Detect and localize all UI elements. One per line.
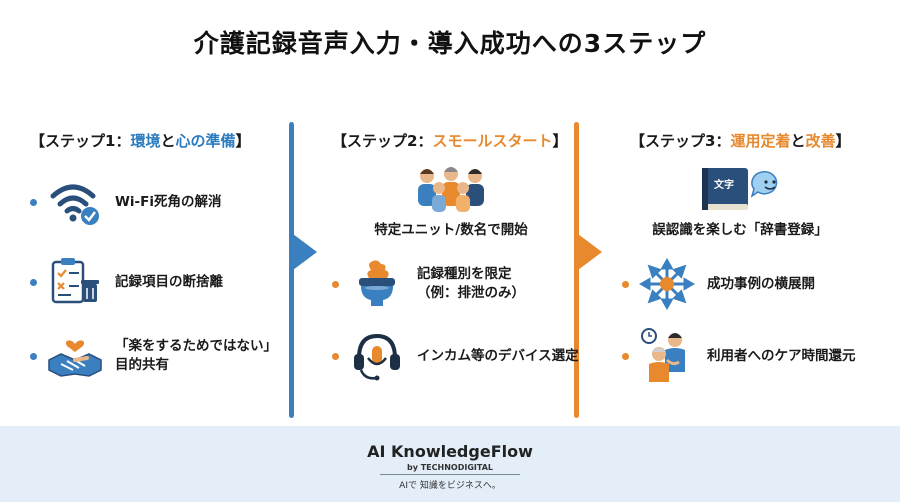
footer-divider [380, 474, 520, 475]
headset-mic-icon [349, 330, 405, 382]
step-2-heading: 【ステップ2：スモールスタート】 [332, 132, 568, 150]
step-1-heading: 【ステップ1：環境と心の準備】 [30, 132, 251, 150]
book-label: 文字 [714, 180, 734, 191]
bullet-dot [30, 198, 37, 206]
bullet-dot [622, 280, 629, 288]
step-1-item-handshake: 「楽をするためではない」目的共有 [30, 330, 277, 382]
step-1-column: 【ステップ1：環境と心の準備】 Wi-Fi死角の解消 [30, 120, 292, 420]
step-arrow-2 [578, 234, 602, 270]
page-title: 介護記録音声入力・導入成功への3ステップ [193, 29, 707, 58]
people-group-icon [409, 164, 493, 218]
checklist-trash-icon [47, 256, 103, 308]
step-3-item-text: 成功事例の横展開 [707, 275, 815, 292]
step-3-column: 【ステップ3：運用定着と改善】 文字 誤認識を楽しむ「辞書登録」 [600, 120, 880, 420]
step-2-item-toilet: 記録種別を限定（例：排泄のみ） [332, 258, 525, 310]
handshake-heart-icon [47, 330, 103, 382]
bullet-dot [332, 280, 339, 288]
step-1-item-text: Wi-Fi死角の解消 [115, 193, 222, 210]
step-2-item-text: インカム等のデバイス選定 [417, 347, 579, 364]
step-3-center: 文字 誤認識を楽しむ「辞書登録」 [600, 164, 880, 238]
bullet-dot [332, 352, 339, 360]
dictionary-chat-icon: 文字 [694, 164, 786, 214]
step-3-item-text: 利用者へのケア時間還元 [707, 347, 856, 364]
footer-banner: AI KnowledgeFlow by TECHNODIGITAL AIで 知識… [0, 426, 900, 502]
step-3-heading: 【ステップ3：運用定着と改善】 [630, 132, 851, 150]
bullet-dot [30, 278, 37, 286]
footer-tagline: AIで 知識をビジネスへ。 [399, 481, 501, 491]
toilet-icon [349, 258, 405, 310]
step-3-item-care: 利用者へのケア時間還元 [622, 326, 856, 386]
step-2-item-text: 記録種別を限定（例：排泄のみ） [417, 266, 525, 301]
step-divider-1 [289, 122, 294, 418]
footer-by: by TECHNODIGITAL [407, 463, 493, 472]
bullet-dot [622, 352, 629, 360]
step-2-item-headset: インカム等のデバイス選定 [332, 330, 579, 382]
wifi-check-icon [47, 176, 103, 228]
step-divider-2 [574, 122, 579, 418]
step-1-item-text: 記録項目の断捨離 [115, 273, 223, 290]
step-arrow-1 [293, 234, 317, 270]
step-3-center-text: 誤認識を楽しむ「辞書登録」 [652, 222, 828, 238]
step-2-column: 【ステップ2：スモールスタート】 特定ユニット/数名で開始 [320, 120, 582, 420]
step-2-center-text: 特定ユニット/数名で開始 [374, 222, 528, 238]
step-1-item-text: 「楽をするためではない」目的共有 [115, 338, 277, 373]
footer-brand: AI KnowledgeFlow [367, 442, 533, 461]
step-1-item-checklist: 記録項目の断捨離 [30, 256, 223, 308]
step-2-center: 特定ユニット/数名で開始 [320, 164, 582, 238]
step-1-item-wifi: Wi-Fi死角の解消 [30, 176, 221, 228]
bullet-dot [30, 352, 37, 360]
step-3-item-expand: 成功事例の横展開 [622, 258, 815, 310]
caregiver-elder-icon [639, 326, 695, 386]
expand-arrows-icon [639, 258, 695, 310]
